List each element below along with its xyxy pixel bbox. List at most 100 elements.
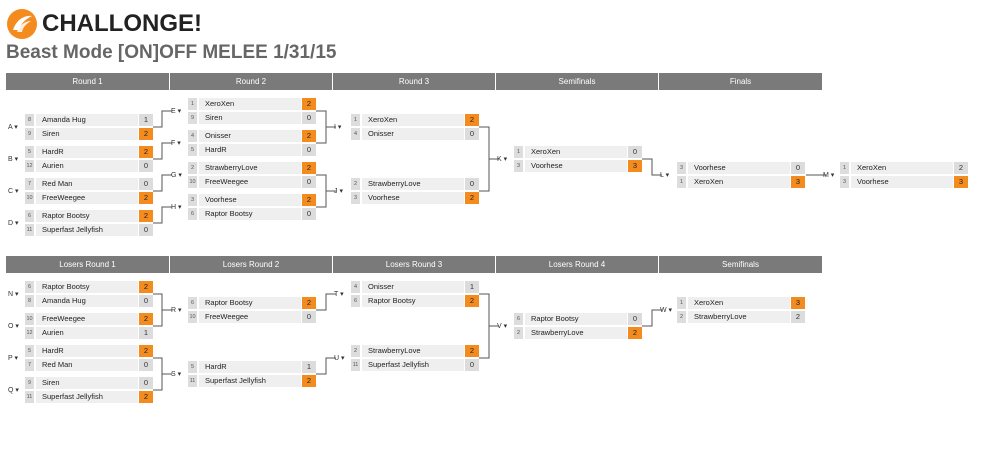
match-label-j[interactable]: J ▾ (334, 188, 343, 195)
player-name[interactable]: HardR (199, 361, 301, 373)
player-name[interactable]: Raptor Bootsy (525, 313, 627, 325)
player-name[interactable]: Superfast Jellyfish (36, 391, 138, 403)
player-name[interactable]: Aurien (36, 327, 138, 339)
match-label-q[interactable]: Q ▾ (8, 387, 19, 394)
match-label-i[interactable]: I ▾ (334, 124, 342, 131)
match-label-r[interactable]: R ▾ (171, 307, 182, 314)
player-name[interactable]: Amanda Hug (36, 114, 138, 126)
match-label-g[interactable]: G ▾ (171, 172, 182, 179)
player-name[interactable]: XeroXen (362, 114, 464, 126)
player-name[interactable]: Voorhese (851, 176, 953, 188)
player-name[interactable]: FreeWeegee (199, 176, 301, 188)
player-name[interactable]: StrawberryLove (362, 178, 464, 190)
player-name[interactable]: Voorhese (688, 162, 790, 174)
player-name[interactable]: Siren (36, 377, 138, 389)
player-name[interactable]: Onisser (362, 281, 464, 293)
player-name[interactable]: Raptor Bootsy (362, 295, 464, 307)
player-name[interactable]: Superfast Jellyfish (36, 224, 138, 236)
player-name[interactable]: StrawberryLove (688, 311, 790, 323)
player-name[interactable]: FreeWeegee (199, 311, 301, 323)
player-name[interactable]: Onisser (362, 128, 464, 140)
match-label-h[interactable]: H ▾ (171, 204, 182, 211)
player-name[interactable]: HardR (199, 144, 301, 156)
match-label-c[interactable]: C ▾ (8, 188, 19, 195)
match-label-t[interactable]: T ▾ (334, 291, 344, 298)
player-name[interactable]: Superfast Jellyfish (199, 375, 301, 387)
match-label-b[interactable]: B ▾ (8, 156, 19, 163)
match-label-n[interactable]: N ▾ (8, 291, 19, 298)
match-label-w[interactable]: W ▾ (660, 307, 673, 314)
player-name[interactable]: Raptor Bootsy (36, 281, 138, 293)
match-label-s[interactable]: S ▾ (171, 371, 182, 378)
match-label-d[interactable]: D ▾ (8, 220, 19, 227)
player-name[interactable]: StrawberryLove (199, 162, 301, 174)
match-label-m[interactable]: M ▾ (823, 172, 835, 179)
player-name[interactable]: HardR (36, 146, 138, 158)
match-label-e[interactable]: E ▾ (171, 108, 182, 115)
player-name[interactable]: Raptor Bootsy (36, 210, 138, 222)
player-name[interactable]: StrawberryLove (525, 327, 627, 339)
player-name[interactable]: XeroXen (199, 98, 301, 110)
player-name[interactable]: XeroXen (525, 146, 627, 158)
player-name[interactable]: Onisser (199, 130, 301, 142)
player-name[interactable]: HardR (36, 345, 138, 357)
player-name[interactable]: Raptor Bootsy (199, 297, 301, 309)
player-name[interactable]: FreeWeegee (36, 192, 138, 204)
match-label-p[interactable]: P ▾ (8, 355, 19, 362)
challonge-logo[interactable]: CHALLONGE! (6, 4, 202, 44)
match-label-f[interactable]: F ▾ (171, 140, 181, 147)
player-name[interactable]: FreeWeegee (36, 313, 138, 325)
player-name[interactable]: Voorhese (199, 194, 301, 206)
match-label-u[interactable]: U ▾ (334, 355, 345, 362)
match-label-v[interactable]: V ▾ (497, 323, 508, 330)
